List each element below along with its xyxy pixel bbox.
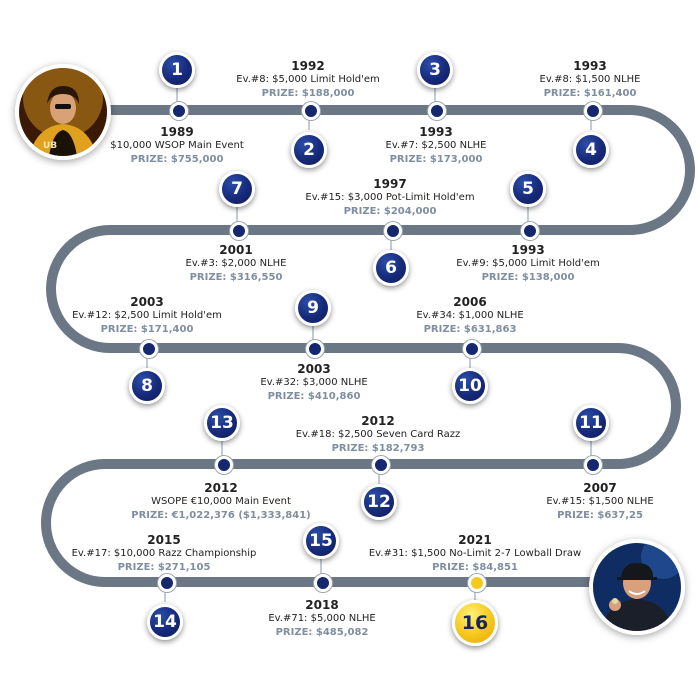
badge-8: 8 bbox=[129, 368, 165, 404]
badge-16: 16 bbox=[452, 600, 498, 646]
badge-1: 1 bbox=[159, 52, 195, 88]
badge-6: 6 bbox=[373, 250, 409, 286]
badge-5: 5 bbox=[510, 171, 546, 207]
timeline-dot-13 bbox=[215, 456, 233, 474]
timeline-dot-7 bbox=[230, 222, 248, 240]
timeline-dot-3 bbox=[428, 102, 446, 120]
timeline-dot-10 bbox=[463, 340, 481, 358]
badge-3: 3 bbox=[417, 52, 453, 88]
badge-15: 15 bbox=[303, 523, 339, 559]
timeline-dot-12 bbox=[372, 456, 390, 474]
timeline-dot-9 bbox=[306, 340, 324, 358]
badge-4: 4 bbox=[573, 132, 609, 168]
timeline-dot-8 bbox=[140, 340, 158, 358]
badge-2: 2 bbox=[291, 132, 327, 168]
timeline-dot-2 bbox=[302, 102, 320, 120]
badge-10: 10 bbox=[452, 368, 488, 404]
svg-text:UB: UB bbox=[43, 141, 57, 151]
badge-11: 11 bbox=[573, 405, 609, 441]
badge-12: 12 bbox=[361, 484, 397, 520]
timeline-dot-4 bbox=[584, 102, 602, 120]
timeline-dot-6 bbox=[384, 222, 402, 240]
badge-9: 9 bbox=[295, 290, 331, 326]
player-2021-photo bbox=[589, 539, 685, 635]
timeline-dot-11 bbox=[584, 456, 602, 474]
badge-14: 14 bbox=[147, 604, 183, 640]
timeline-dot-16 bbox=[468, 574, 486, 592]
player-1989-photo: UB bbox=[15, 64, 111, 160]
badge-7: 7 bbox=[219, 171, 255, 207]
badge-13: 13 bbox=[204, 405, 240, 441]
timeline-dot-15 bbox=[314, 574, 332, 592]
timeline-dot-14 bbox=[158, 574, 176, 592]
timeline-dot-1 bbox=[170, 102, 188, 120]
timeline-dot-5 bbox=[521, 222, 539, 240]
